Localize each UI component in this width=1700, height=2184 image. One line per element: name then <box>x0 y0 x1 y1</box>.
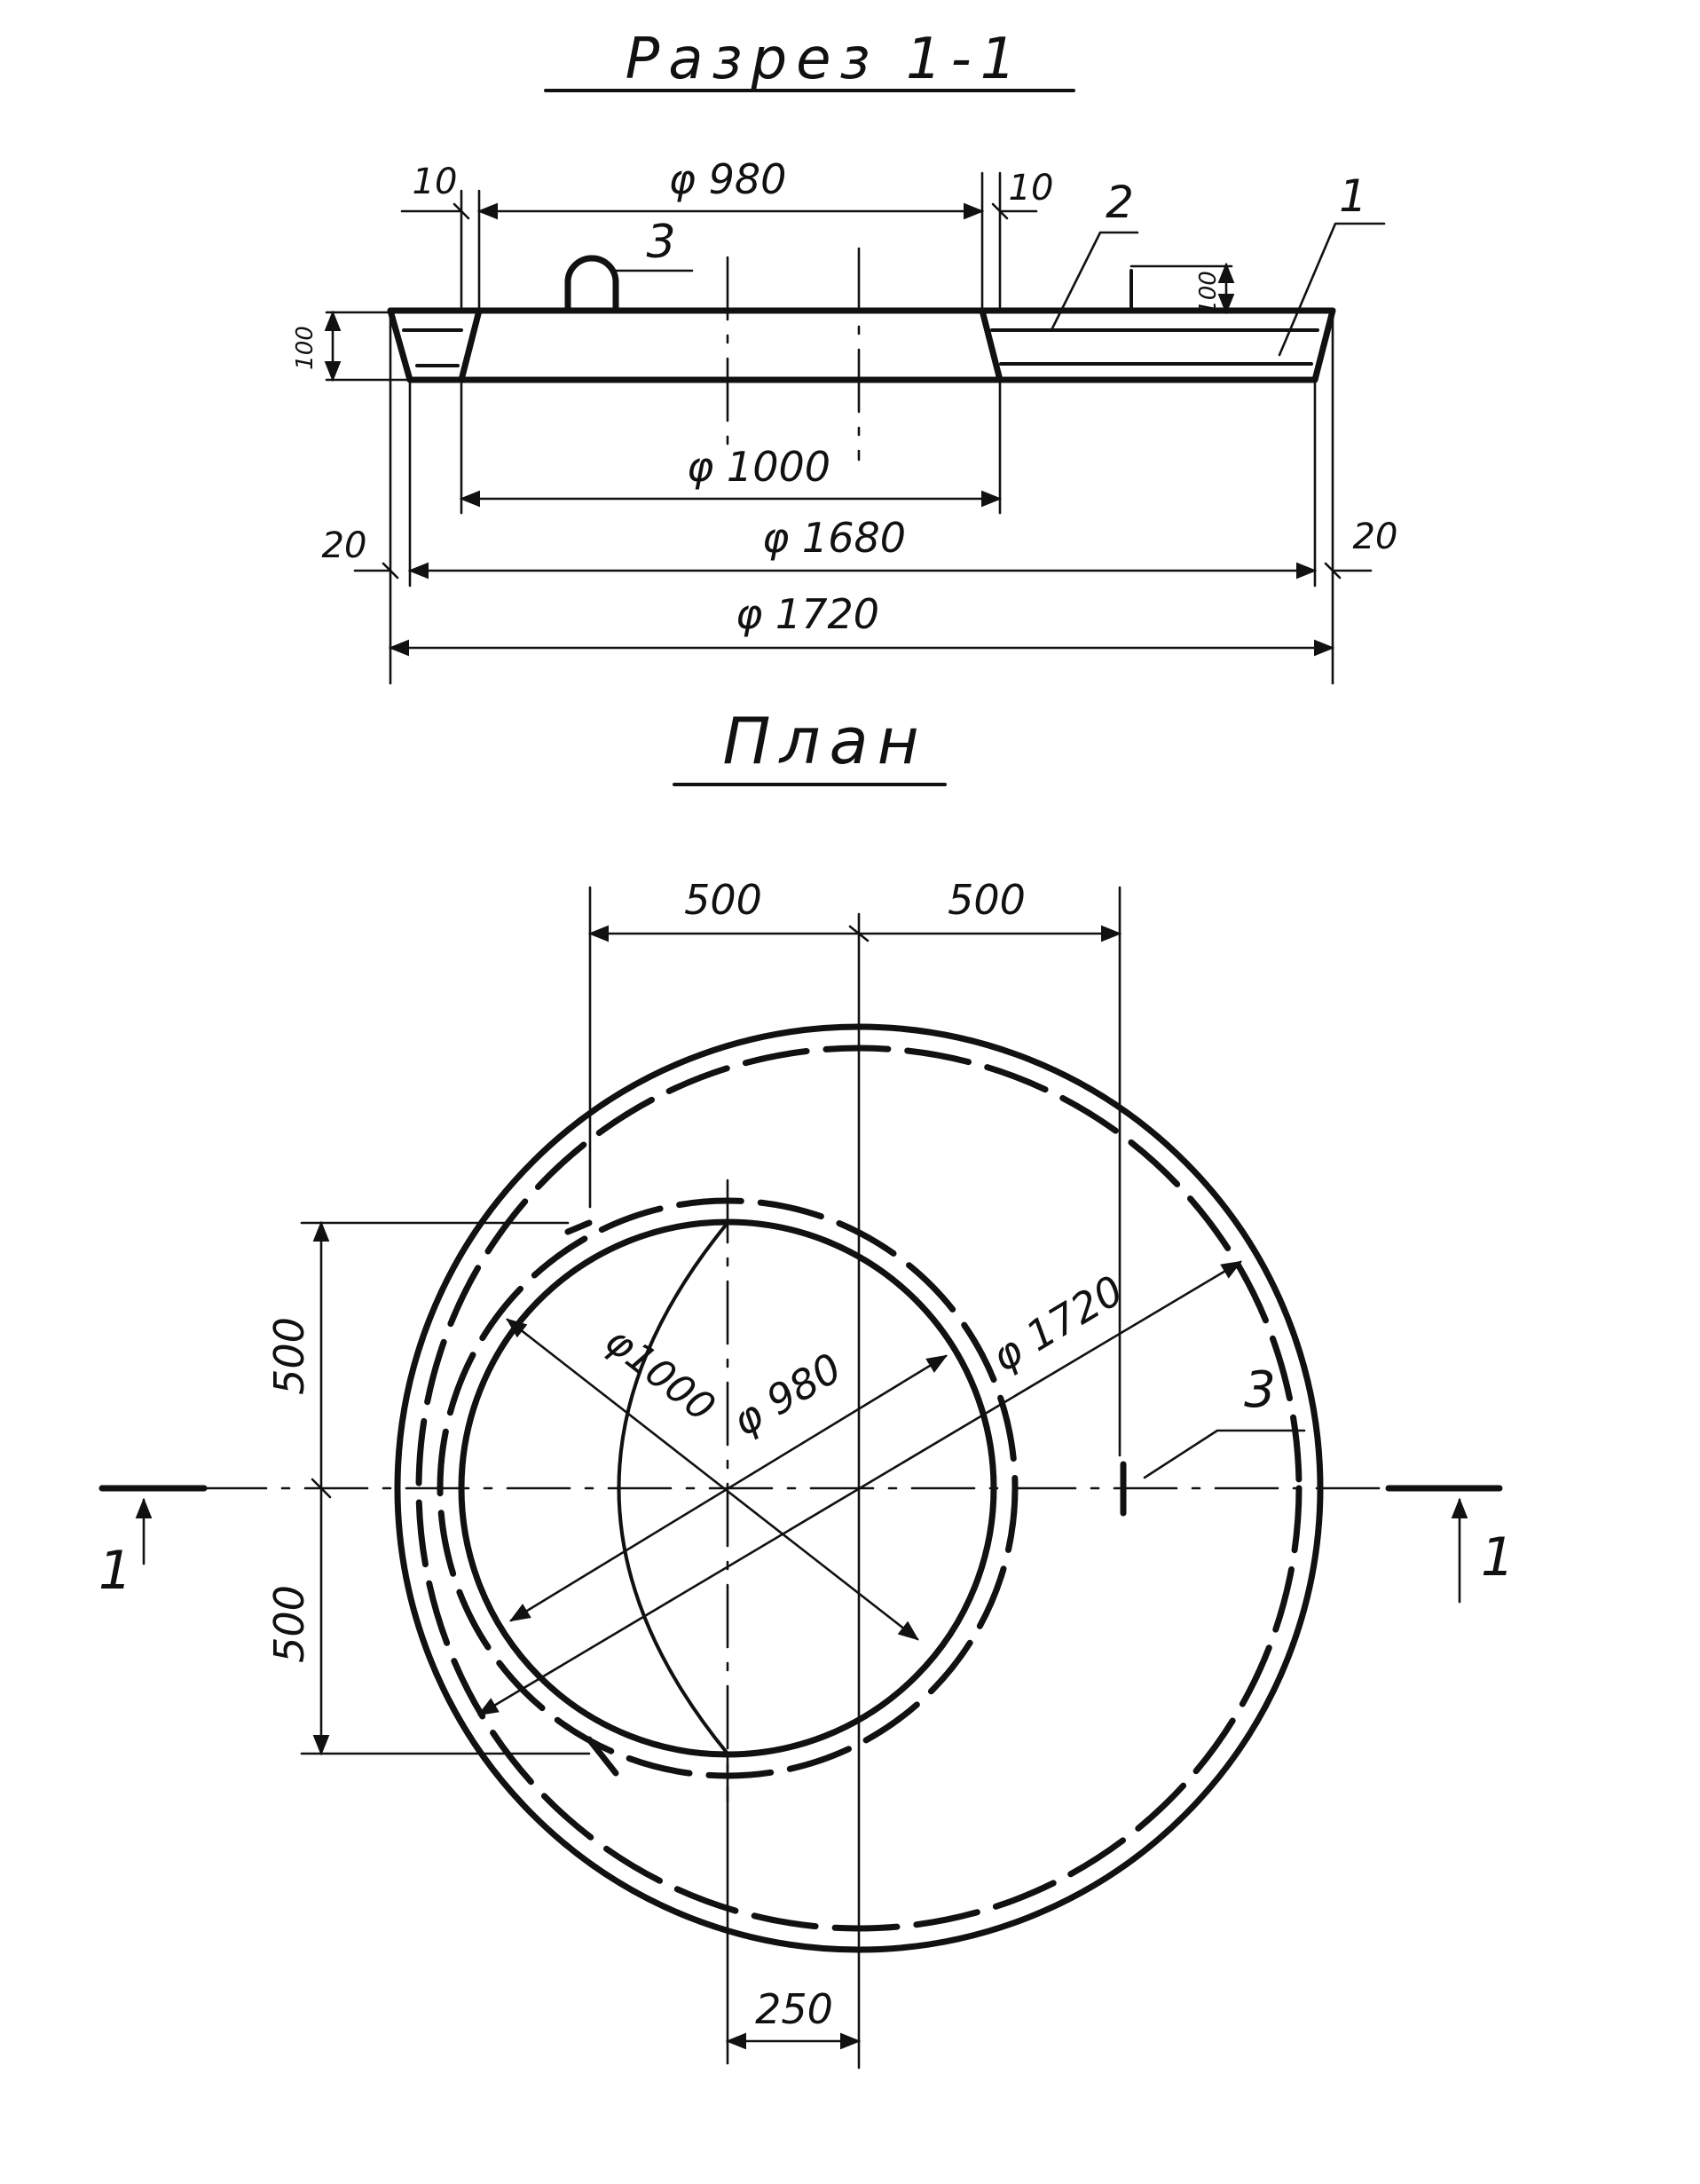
dim-1000-section: φ 1000 <box>687 443 830 491</box>
label-2-section: 2 <box>1106 177 1134 228</box>
dim-20-right: 20 <box>1353 516 1398 557</box>
dim-100-right: 100 <box>1195 271 1222 315</box>
section-mark-left-label: 1 <box>98 1540 132 1602</box>
dim-500-left-upper: 500 <box>265 1317 313 1395</box>
dim-500-top-right: 500 <box>948 876 1026 924</box>
section-mark-left: 1 <box>98 1485 208 1602</box>
label-3-section: 3 <box>646 216 675 269</box>
dim-500-left-lower: 500 <box>265 1585 313 1663</box>
dim-980-section: φ 980 <box>669 155 787 203</box>
dim-1680-section: φ 1680 <box>762 514 906 562</box>
dim-1720-section: φ 1720 <box>736 590 879 638</box>
plan-title: План <box>722 704 927 778</box>
dim-500-top-left: 500 <box>684 876 762 924</box>
dim-line-1000 <box>506 1318 919 1641</box>
dim-10-left: 10 <box>413 162 458 202</box>
slab-cross-section <box>387 307 1336 383</box>
dim-20-left: 20 <box>322 525 367 566</box>
dim-1720-plan: φ 1720 <box>983 1265 1131 1381</box>
section-title: Разрез 1-1 <box>626 27 1026 92</box>
label-3-plan: 3 <box>1244 1361 1276 1419</box>
dim-100-left: 100 <box>292 326 319 370</box>
dim-250-plan: 250 <box>755 1985 833 2033</box>
section-mark-right: 1 <box>1385 1485 1515 1604</box>
section-view: Разрез 1-1 3 100 2 <box>292 27 1398 685</box>
section-mark-right-label: 1 <box>1481 1526 1515 1589</box>
plan-view: План 500 500 500 500 φ1000 <box>98 704 1515 2070</box>
lifting-loop <box>564 255 619 314</box>
label-1-section: 1 <box>1339 170 1367 222</box>
dim-line-1720 <box>476 1260 1243 1716</box>
dim-10-right: 10 <box>1009 168 1054 209</box>
dim-1000-plan: φ1000 <box>597 1318 724 1431</box>
dim-980-plan: φ 980 <box>724 1344 850 1446</box>
